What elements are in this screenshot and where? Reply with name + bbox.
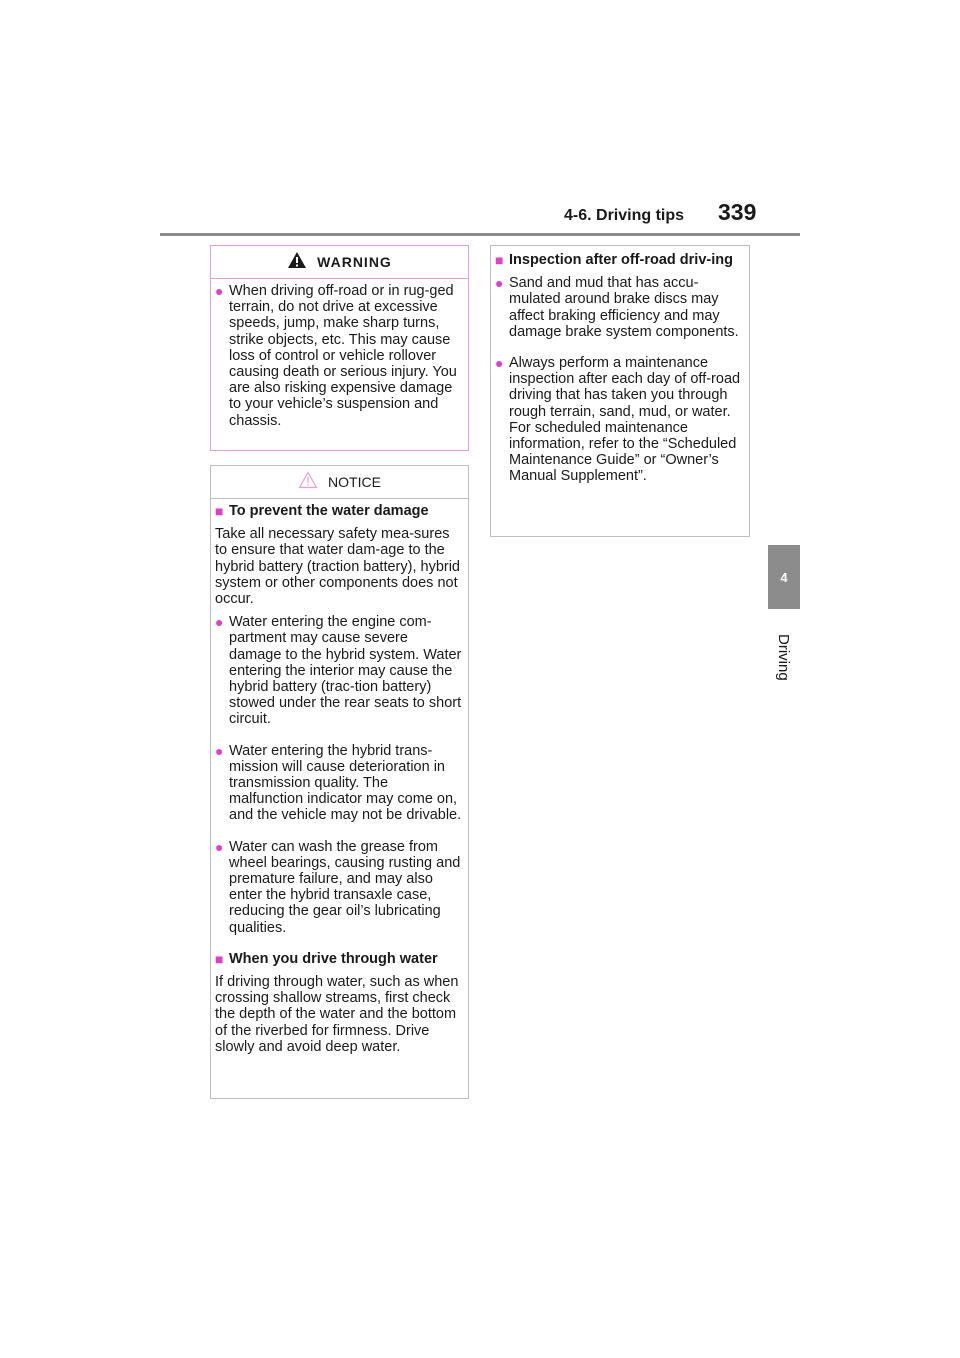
list-item: ● Sand and mud that has accu-mulated aro… — [495, 275, 745, 340]
section-heading-text: When you drive through water — [229, 950, 438, 967]
warning-content: ● When driving off-road or in rug-ged te… — [211, 279, 468, 429]
list-item: ● Always perform a maintenance inspectio… — [495, 355, 745, 485]
warning-header: WARNING — [211, 246, 468, 279]
notice-header: NOTICE — [211, 466, 468, 499]
list-item-text: Water entering the engine com-partment m… — [229, 614, 462, 728]
page-header: 4-6. Driving tips 339 — [0, 0, 960, 240]
bullet-icon: ● — [215, 283, 224, 299]
warning-triangle-icon — [287, 251, 307, 274]
section-heading-text: Inspection after off-road driv-ing — [509, 252, 733, 268]
bullet-icon: ● — [215, 614, 224, 631]
section-heading: ■ Inspection after off-road driv-ing — [495, 252, 745, 268]
list-item-text: Sand and mud that has accu-mulated aroun… — [509, 275, 739, 340]
warning-title: WARNING — [317, 254, 392, 270]
section-heading-text: To prevent the water damage — [229, 503, 429, 519]
list-item: ● Water entering the engine com-partment… — [215, 614, 464, 727]
warning-item-text: When driving off-road or in rug-ged terr… — [229, 283, 457, 429]
list-item: ● Water can wash the grease from wheel b… — [215, 839, 464, 936]
list-item-text: Water can wash the grease from wheel bea… — [229, 838, 461, 936]
list-item-text: Water entering the hybrid trans-mission … — [229, 742, 462, 824]
chapter-label: Driving — [775, 634, 792, 681]
paragraph: Take all necessary safety mea-sures to e… — [215, 526, 460, 608]
section-heading: ■ To prevent the water damage — [215, 503, 464, 519]
notice-content: ■ To prevent the water damage Take all n… — [211, 499, 468, 1055]
warning-box: WARNING ● When driving off-road or in ru… — [210, 245, 469, 451]
inspection-box: ■ Inspection after off-road driv-ing ● S… — [490, 245, 750, 537]
page-number: 339 — [718, 199, 757, 225]
paragraph: If driving through water, such as when c… — [215, 974, 459, 1055]
section-heading: ■ When you drive through water — [215, 951, 464, 967]
square-bullet-icon: ■ — [215, 950, 224, 967]
section-title: 4-6. Driving tips — [564, 207, 685, 224]
bullet-icon: ● — [215, 742, 224, 759]
chapter-number: 4 — [780, 569, 788, 585]
chapter-tab: 4 — [768, 545, 800, 609]
bullet-icon: ● — [495, 275, 504, 292]
list-item: ● When driving off-road or in rug-ged te… — [215, 283, 464, 429]
square-bullet-icon: ■ — [495, 252, 504, 268]
notice-triangle-icon — [298, 470, 318, 494]
square-bullet-icon: ■ — [215, 503, 224, 519]
list-item-text: Always perform a maintenance inspection … — [509, 355, 741, 485]
bullet-icon: ● — [215, 838, 224, 855]
bullet-icon: ● — [495, 355, 504, 372]
notice-box: NOTICE ■ To prevent the water damage Tak… — [210, 465, 469, 1099]
inspection-content: ■ Inspection after off-road driv-ing ● S… — [491, 246, 749, 485]
header-divider — [160, 233, 800, 236]
notice-title: NOTICE — [328, 474, 381, 490]
list-item: ● Water entering the hybrid trans-missio… — [215, 743, 464, 824]
